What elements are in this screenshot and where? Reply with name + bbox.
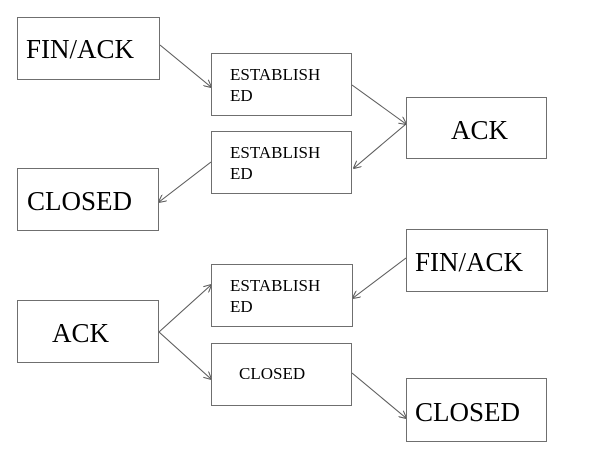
node-established: ESTABLISH ED <box>211 264 353 327</box>
node-label: ACK <box>451 115 509 145</box>
node-ack: ACK <box>406 97 547 159</box>
node-established: ESTABLISH ED <box>211 131 352 194</box>
node-label-line2: ED <box>230 297 253 316</box>
edge-closed2-to-closed3 <box>351 372 406 418</box>
node-label: CLOSED <box>27 186 133 216</box>
node-closed: CLOSED <box>211 343 352 406</box>
node-label-line2: ED <box>230 164 253 183</box>
node-fin-ack: FIN/ACK <box>406 229 548 292</box>
node-label-line2: ED <box>230 86 253 105</box>
edge-ack2-to-closed2 <box>158 331 211 379</box>
node-label: CLOSED <box>239 364 306 383</box>
edge-ack1-to-established2 <box>354 123 407 168</box>
node-label: CLOSED <box>415 397 521 427</box>
node-label: FIN/ACK <box>26 34 135 64</box>
edge-established2-to-closed1 <box>159 161 212 202</box>
node-closed: CLOSED <box>17 168 159 231</box>
node-label: ACK <box>52 318 110 348</box>
edge-finack1-to-established1 <box>159 44 211 87</box>
node-established: ESTABLISH ED <box>211 53 352 116</box>
node-label: FIN/ACK <box>415 247 524 277</box>
edge-finack2-to-established3 <box>353 257 407 298</box>
node-fin-ack: FIN/ACK <box>17 17 160 80</box>
node-label-line1: ESTABLISH <box>230 276 321 295</box>
node-closed: CLOSED <box>406 378 547 442</box>
edge-established1-to-ack1 <box>351 84 406 124</box>
edge-ack2-to-established3 <box>158 285 211 333</box>
node-label-line1: ESTABLISH <box>230 65 321 84</box>
node-ack: ACK <box>17 300 159 363</box>
node-label-line1: ESTABLISH <box>230 143 321 162</box>
